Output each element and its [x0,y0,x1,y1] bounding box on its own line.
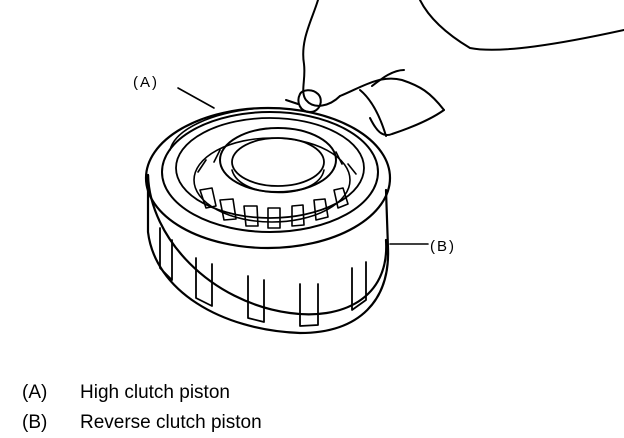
reverse-clutch-piston-drum [144,106,392,335]
legend-label: Reverse clutch piston [80,412,262,433]
legend-item-high-clutch-piston: (A) High clutch piston [22,382,230,404]
callout-b-label: (B) [430,238,456,255]
center-hub [219,127,337,194]
clutch-piston-illustration [144,0,624,335]
high-clutch-piston-ring [161,107,379,233]
leader-lines [177,87,429,245]
legend-key: (A) [22,382,48,403]
legend-item-reverse-clutch-piston: (B) Reverse clutch piston [22,412,262,434]
legend-label: High clutch piston [80,382,230,403]
callout-a-label: (A) [133,74,159,91]
legend-key: (B) [22,412,48,433]
inner-spline [193,137,357,229]
hand [285,0,624,137]
